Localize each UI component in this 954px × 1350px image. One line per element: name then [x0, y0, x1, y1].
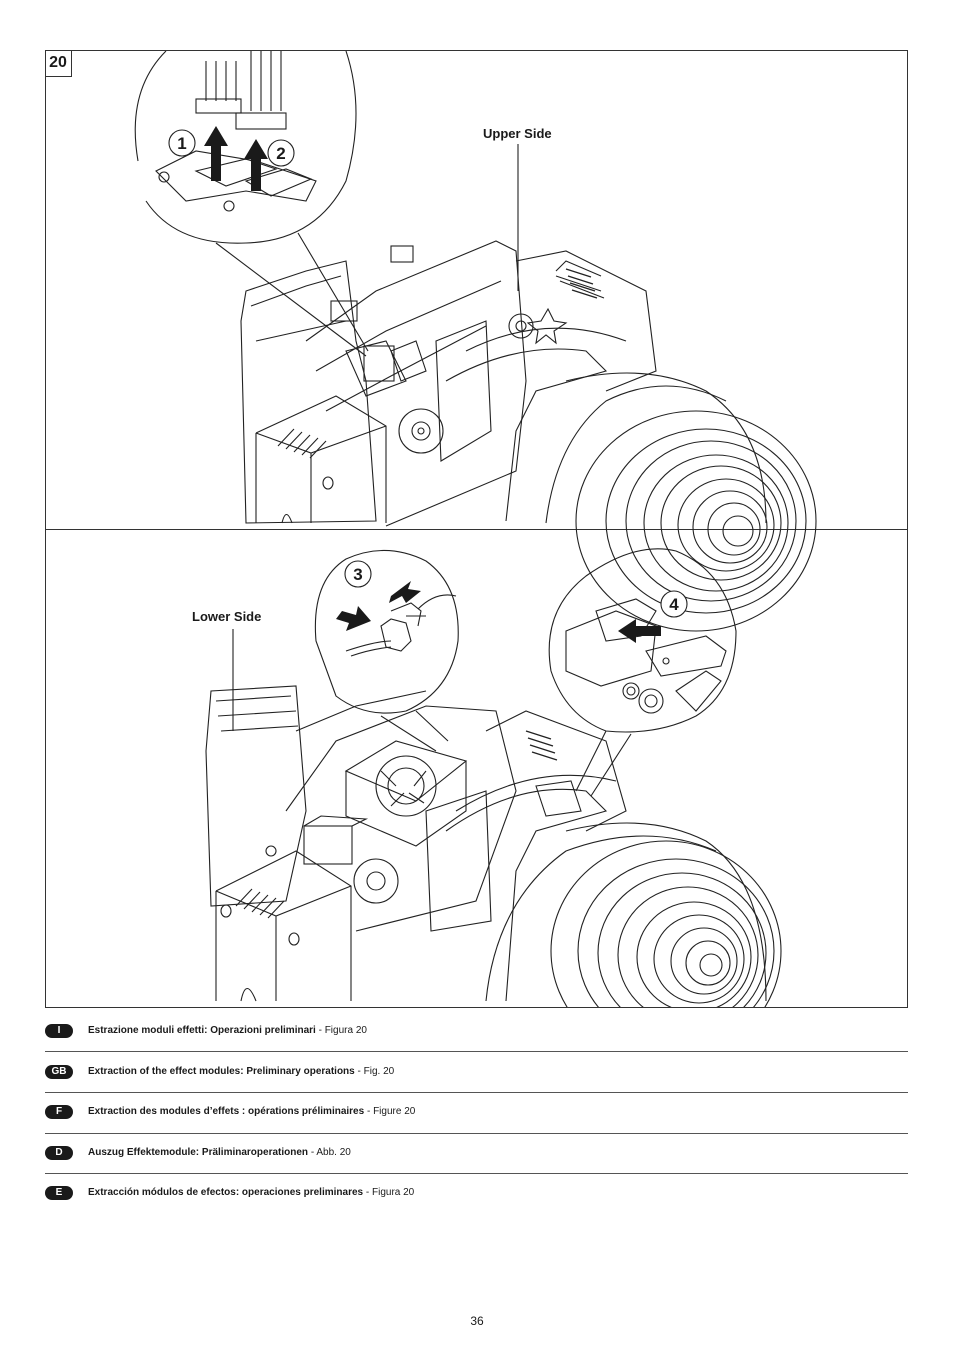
technical-illustration: 1 2 3 4	[134, 51, 817, 1007]
callout-1: 1	[177, 134, 186, 153]
lower-fixture-drawing	[205, 548, 782, 1007]
caption-title: Auszug Effektemodule: Präliminaroperatio…	[88, 1147, 309, 1158]
upper-fixture-drawing	[134, 51, 817, 632]
caption-separator	[45, 1133, 908, 1134]
callout-2: 2	[276, 144, 285, 163]
language-badge: I	[45, 1024, 73, 1038]
caption-separator	[45, 1173, 908, 1174]
caption-title: Estrazione moduli effetti: Operazioni pr…	[88, 1025, 316, 1036]
language-badge: F	[45, 1105, 73, 1119]
caption-separator	[45, 1092, 908, 1093]
caption-ref: Figura 20	[371, 1187, 415, 1198]
cooling-fan	[344, 740, 468, 847]
caption-row-it: I Estrazione moduli effetti: Operazioni …	[45, 1011, 908, 1051]
caption-title: Extraction of the effect modules: Prelim…	[88, 1066, 355, 1077]
figure-number: 20	[45, 50, 72, 77]
caption-ref: Abb. 20	[316, 1147, 351, 1158]
page-number: 36	[470, 1314, 484, 1328]
language-badge: E	[45, 1186, 73, 1200]
caption-ref: Figura 20	[324, 1025, 367, 1036]
caption-title: Extracción módulos de efectos: operacion…	[88, 1187, 364, 1198]
upper-lens	[545, 372, 817, 632]
caption-row-gb: GB Extraction of the effect modules: Pre…	[45, 1052, 908, 1092]
caption-ref: Figure 20	[373, 1106, 416, 1117]
panel-divider	[45, 529, 908, 530]
upper-side-label: Upper Side	[483, 126, 552, 141]
lower-side-label: Lower Side	[192, 609, 262, 624]
caption-row-de: D Auszug Effektemodule: Präliminaroperat…	[45, 1133, 908, 1173]
callout-3: 3	[353, 565, 362, 584]
caption-row-fr: F Extraction des modules d’effets : opér…	[45, 1092, 908, 1132]
caption-title: Extraction des modules d’effets : opérat…	[88, 1106, 365, 1117]
language-badge: D	[45, 1146, 73, 1160]
caption-separator	[45, 1051, 908, 1052]
language-badge: GB	[45, 1065, 73, 1079]
lower-lens	[485, 822, 782, 1007]
caption-row-es: E Extracción módulos de efectos: operaci…	[45, 1173, 908, 1213]
caption-ref: Fig. 20	[363, 1066, 395, 1077]
callout-4: 4	[669, 595, 679, 614]
